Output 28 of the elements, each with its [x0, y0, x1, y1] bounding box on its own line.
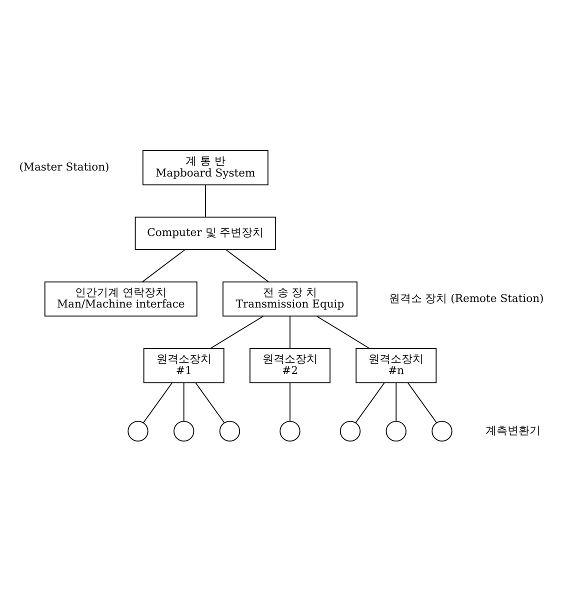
connector [355, 382, 385, 423]
node-box: 인간기계 연락장치 Man/Machine interface [44, 280, 198, 316]
node-box: 전 송 장 치 Transmission Equip [222, 280, 358, 316]
node-box: 원격소장치 #2 [250, 348, 330, 383]
connector [195, 382, 225, 423]
label: 원격소 장치 (Remote Station) [388, 291, 544, 304]
node-box: Computer 및 주변장치 [134, 216, 276, 250]
node-box: 원격소장치 #1 [143, 348, 224, 383]
connector [142, 248, 186, 282]
connector [225, 248, 269, 282]
node-circle [219, 420, 240, 442]
node-circle [340, 420, 361, 442]
connector [210, 315, 264, 348]
label: (Master Station) [19, 160, 110, 173]
node-label: 계측변환기 [486, 424, 541, 436]
node-circle [128, 420, 148, 442]
connector [316, 315, 370, 348]
connector [205, 184, 206, 218]
node-box: 계 통 반 Mapboard System [142, 150, 268, 185]
connector [142, 382, 172, 423]
connector [183, 382, 184, 421]
connector [396, 382, 397, 421]
node-circle [174, 420, 194, 442]
connector [407, 382, 438, 423]
node-circle [280, 420, 300, 442]
node-box: 원격소장치 #n [356, 348, 437, 383]
node-circle [386, 420, 406, 442]
node-circle [432, 420, 452, 442]
